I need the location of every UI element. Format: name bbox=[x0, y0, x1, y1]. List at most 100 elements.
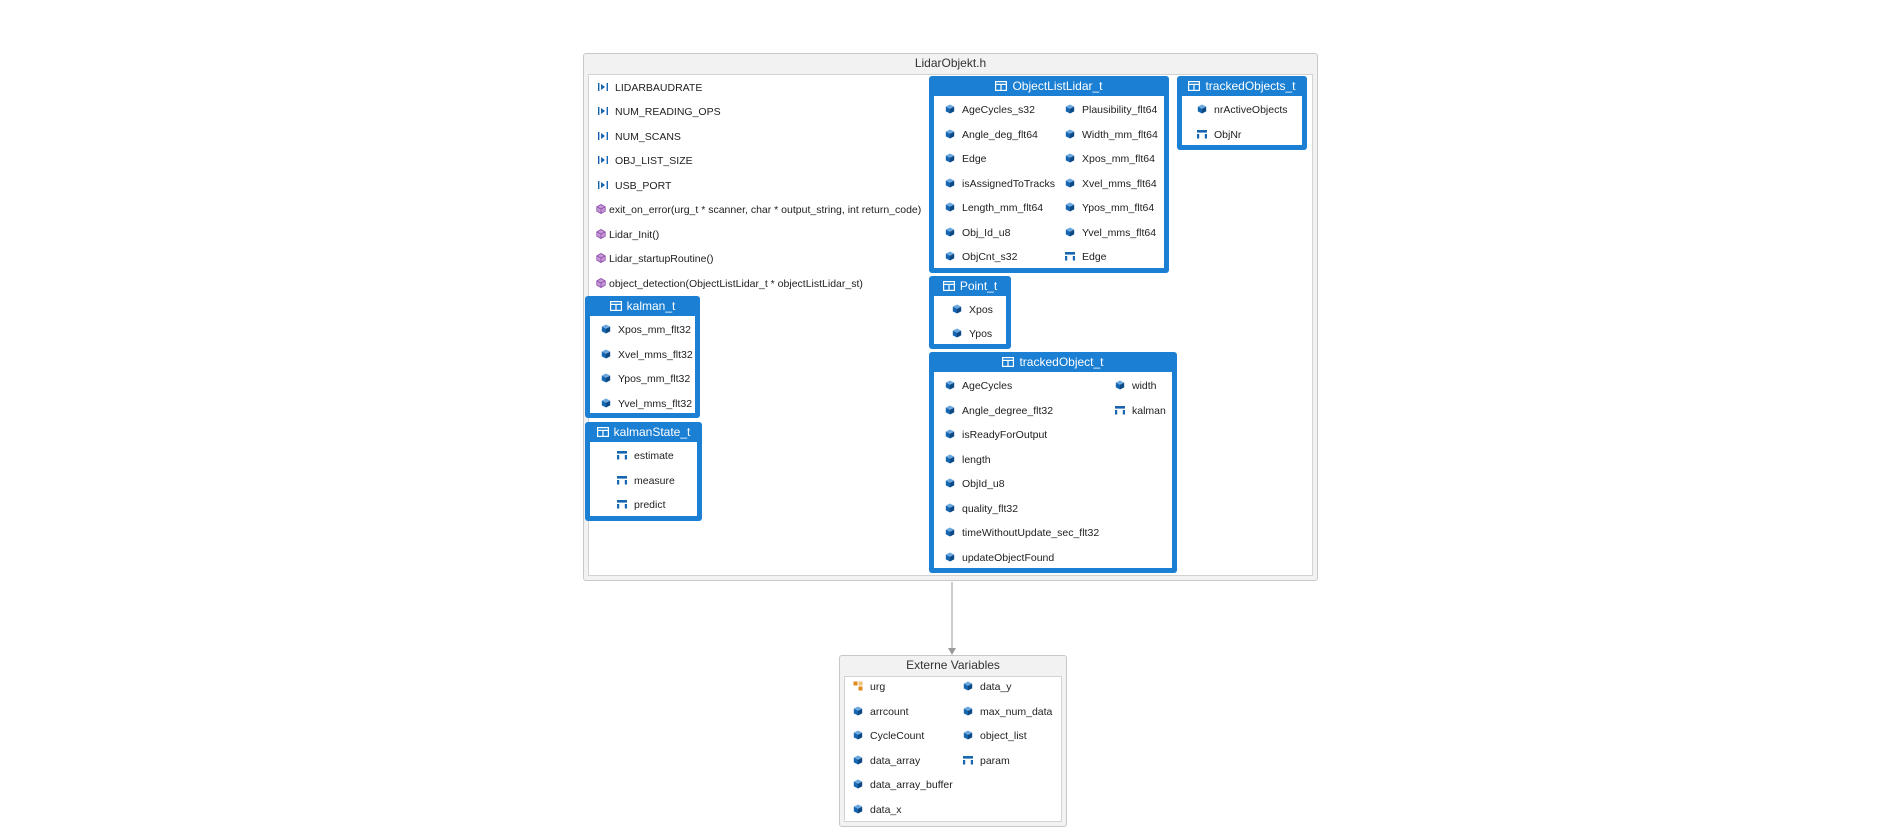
variable-item[interactable]: max_num_data bbox=[963, 704, 1052, 720]
field-item[interactable]: ObjNr bbox=[1197, 127, 1241, 143]
variable-item[interactable]: data_array_buffer bbox=[853, 777, 953, 793]
field-item[interactable]: Yvel_mms_flt32 bbox=[601, 396, 692, 412]
function-item[interactable]: Lidar_Init() bbox=[596, 227, 659, 243]
function-item[interactable]: exit_on_error(urg_t * scanner, char * ou… bbox=[596, 202, 921, 218]
field-item[interactable]: width bbox=[1115, 378, 1157, 394]
field-label: Angle_deg_flt64 bbox=[962, 129, 1038, 141]
variable-icon bbox=[853, 779, 863, 789]
field-item[interactable]: Width_mm_flt64 bbox=[1065, 127, 1158, 143]
field-icon bbox=[945, 380, 955, 390]
variable-label: data_array bbox=[870, 755, 921, 767]
field-item[interactable]: Xvel_mms_flt64 bbox=[1065, 176, 1157, 192]
variable-label: data_array_buffer bbox=[870, 779, 953, 791]
type-box-trackedobject[interactable]: trackedObject_t bbox=[929, 352, 1177, 573]
function-item[interactable]: object_detection(ObjectListLidar_t * obj… bbox=[596, 276, 863, 292]
type-body bbox=[934, 96, 1164, 268]
field-item[interactable]: ObjId_u8 bbox=[945, 476, 1005, 492]
struct-field-icon bbox=[1115, 406, 1125, 415]
field-item[interactable]: Ypos bbox=[952, 326, 992, 342]
field-label: measure bbox=[634, 475, 675, 487]
field-item[interactable]: ObjCnt_s32 bbox=[945, 249, 1017, 265]
field-item[interactable]: measure bbox=[617, 473, 675, 489]
field-item[interactable]: isAssignedToTracks bbox=[945, 176, 1055, 192]
field-item[interactable]: isReadyForOutput bbox=[945, 427, 1047, 443]
field-item[interactable]: Xvel_mms_flt32 bbox=[601, 347, 693, 363]
variable-item[interactable]: object_list bbox=[963, 728, 1027, 744]
type-box-kalmanstate[interactable]: kalmanState_t bbox=[585, 422, 702, 521]
type-box-objectlistlidar[interactable]: ObjectListLidar_t bbox=[929, 76, 1169, 273]
field-item[interactable]: Length_mm_flt64 bbox=[945, 200, 1043, 216]
variable-item[interactable]: data_y bbox=[963, 679, 1012, 695]
field-label: Xpos_mm_flt64 bbox=[1082, 153, 1155, 165]
field-item[interactable]: Plausibility_flt64 bbox=[1065, 102, 1157, 118]
field-icon bbox=[601, 398, 611, 408]
type-icon bbox=[1188, 81, 1201, 91]
type-box-point[interactable]: Point_t bbox=[929, 276, 1011, 349]
field-item[interactable]: AgeCycles_s32 bbox=[945, 102, 1035, 118]
field-icon bbox=[601, 324, 611, 334]
type-body bbox=[590, 442, 697, 516]
variable-item[interactable]: CycleCount bbox=[853, 728, 924, 744]
field-label: isAssignedToTracks bbox=[962, 178, 1055, 190]
field-icon bbox=[1065, 129, 1075, 139]
field-icon bbox=[945, 227, 955, 237]
define-item[interactable]: LIDARBAUDRATE bbox=[598, 80, 702, 96]
variable-item[interactable]: data_array bbox=[853, 753, 920, 769]
variable-icon bbox=[963, 706, 973, 716]
variable-label: max_num_data bbox=[980, 706, 1053, 718]
field-label: Xvel_mms_flt64 bbox=[1082, 178, 1157, 190]
field-item[interactable]: Angle_degree_flt32 bbox=[945, 403, 1053, 419]
field-item[interactable]: Edge bbox=[1065, 249, 1107, 265]
define-item[interactable]: OBJ_LIST_SIZE bbox=[598, 153, 693, 169]
file-title: Externe Variables bbox=[906, 658, 1000, 672]
field-item[interactable]: nrActiveObjects bbox=[1197, 102, 1288, 118]
field-label: Edge bbox=[1082, 251, 1107, 263]
field-item[interactable]: AgeCycles bbox=[945, 378, 1012, 394]
field-item[interactable]: predict bbox=[617, 497, 666, 513]
field-icon bbox=[945, 478, 955, 488]
field-item[interactable]: Ypos_mm_flt32 bbox=[601, 371, 690, 387]
field-item[interactable]: updateObjectFound bbox=[945, 550, 1054, 566]
struct-field-icon bbox=[1065, 252, 1075, 261]
variable-item[interactable]: data_x bbox=[853, 802, 902, 818]
variable-label: arrcount bbox=[870, 706, 909, 718]
field-icon bbox=[1065, 227, 1075, 237]
field-item[interactable]: Angle_deg_flt64 bbox=[945, 127, 1038, 143]
field-icon bbox=[1065, 202, 1075, 212]
field-label: Xpos bbox=[969, 304, 993, 316]
field-item[interactable]: timeWithoutUpdate_sec_flt32 bbox=[945, 525, 1099, 541]
field-icon bbox=[1065, 178, 1075, 188]
variable-icon bbox=[963, 730, 973, 740]
function-item[interactable]: Lidar_startupRoutine() bbox=[596, 251, 713, 267]
field-item[interactable]: Yvel_mms_flt64 bbox=[1065, 225, 1156, 241]
field-item[interactable]: quality_flt32 bbox=[945, 501, 1018, 517]
define-item[interactable]: USB_PORT bbox=[598, 178, 671, 194]
variable-label: CycleCount bbox=[870, 730, 925, 742]
variable-item[interactable]: param bbox=[963, 753, 1010, 769]
variable-item[interactable]: arrcount bbox=[853, 704, 909, 720]
field-item[interactable]: Xpos_mm_flt64 bbox=[1065, 151, 1155, 167]
define-item[interactable]: NUM_SCANS bbox=[598, 129, 681, 145]
define-item[interactable]: NUM_READING_OPS bbox=[598, 104, 721, 120]
field-label: quality_flt32 bbox=[962, 503, 1019, 515]
file-container-externals[interactable]: Externe Variables bbox=[839, 655, 1067, 827]
field-item[interactable]: kalman bbox=[1115, 403, 1166, 419]
function-label: Lidar_startupRoutine() bbox=[609, 253, 714, 265]
field-item[interactable]: Obj_Id_u8 bbox=[945, 225, 1010, 241]
field-item[interactable]: estimate bbox=[617, 448, 674, 464]
field-icon bbox=[945, 503, 955, 513]
struct-field-icon bbox=[617, 476, 627, 485]
field-item[interactable]: Xpos bbox=[952, 302, 993, 318]
field-item[interactable]: Xpos_mm_flt32 bbox=[601, 322, 691, 338]
variable-item[interactable]: urg bbox=[853, 679, 885, 695]
type-title: trackedObject_t bbox=[1019, 355, 1104, 369]
define-label: LIDARBAUDRATE bbox=[615, 82, 703, 94]
field-icon bbox=[945, 527, 955, 537]
field-item[interactable]: length bbox=[945, 452, 991, 468]
type-icon bbox=[596, 427, 609, 437]
field-item[interactable]: Edge bbox=[945, 151, 987, 167]
field-item[interactable]: Ypos_mm_flt64 bbox=[1065, 200, 1154, 216]
define-icon bbox=[598, 132, 608, 140]
field-label: Angle_degree_flt32 bbox=[962, 405, 1054, 417]
field-label: Ypos bbox=[969, 328, 993, 340]
